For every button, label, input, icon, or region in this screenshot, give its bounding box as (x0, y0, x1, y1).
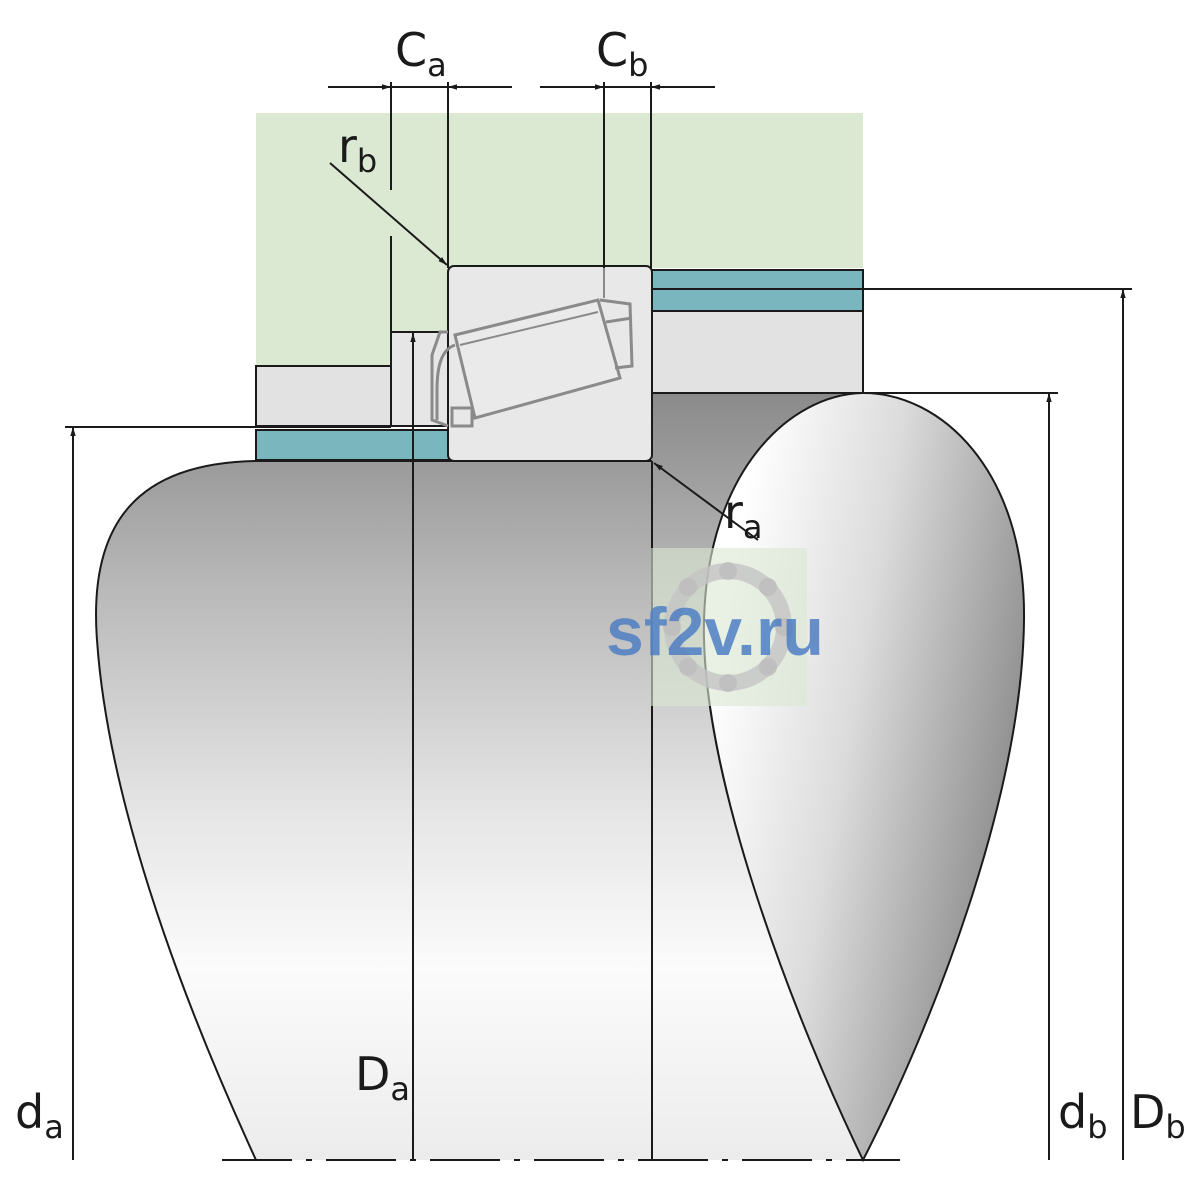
dimension-rb (329, 162, 448, 266)
shaft-outline (95, 460, 257, 1161)
label-rb: rb (338, 119, 377, 180)
label-Db: Db (1130, 1085, 1186, 1146)
extension-lines (65, 82, 1132, 428)
housing-bore-right (651, 310, 864, 394)
label-ra: ra (724, 485, 763, 546)
tapered-roller-bearing (430, 265, 653, 462)
housing-bore-left (255, 365, 392, 427)
label-da: da (15, 1085, 64, 1146)
dimension-ra (653, 462, 759, 541)
label-db: db (1058, 1085, 1108, 1146)
label-ca: Ca (395, 23, 447, 84)
housing (256, 113, 863, 366)
label-cb: Cb (596, 23, 648, 84)
label-Da: Da (355, 1047, 410, 1108)
shim-inner (255, 429, 450, 461)
watermark: sf2v.ru (606, 548, 824, 706)
shim-outer-2 (651, 288, 864, 312)
watermark-text: sf2v.ru (606, 594, 824, 670)
spacer-left (390, 331, 449, 427)
